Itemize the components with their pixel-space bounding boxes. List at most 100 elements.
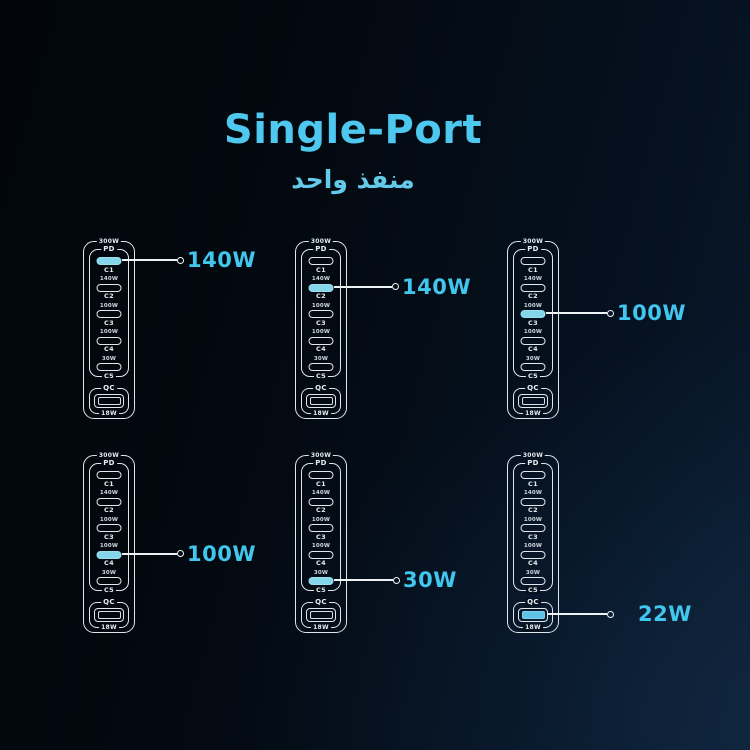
usbc-port-c5 [520, 363, 546, 371]
callout-watt-text: 100W [187, 541, 256, 566]
usbc-port-c1 [96, 257, 122, 265]
qc-watt-label: 18W [99, 624, 119, 632]
callout-line [548, 613, 607, 615]
qc-label: QC [313, 598, 329, 606]
port-name-label-c3: C3 [527, 532, 539, 541]
callout-watt-text: 30W [403, 568, 457, 592]
qc-label: QC [101, 384, 117, 392]
pd-label: PD [101, 459, 117, 467]
port-name-label-c2: C2 [527, 292, 539, 300]
port-watt-label-c2: 140W [311, 276, 331, 282]
qc-watt-label: 18W [311, 410, 331, 418]
usba-port-inner [309, 611, 333, 619]
pd-label: PD [313, 459, 329, 467]
port-name-label-c5: C5 [313, 371, 329, 380]
port-name-label-c2: C2 [103, 506, 115, 514]
port-name-label-c5: C5 [101, 371, 117, 380]
usbc-port-c2 [308, 497, 334, 506]
callout-watt-text: 100W [617, 301, 686, 325]
usbc-port-c4 [308, 550, 334, 559]
callout-line [122, 259, 177, 261]
port-name-label-c3: C3 [103, 318, 115, 327]
pd-label: PD [525, 459, 541, 467]
usbc-port-c5 [520, 577, 546, 585]
port-name-label-c3: C3 [315, 532, 327, 541]
usba-port [518, 608, 548, 622]
port-watt-label-c2: 140W [523, 490, 543, 496]
usbc-port-c4 [96, 550, 122, 559]
qc-watt-label: 18W [311, 624, 331, 632]
callout-watt-text: 140W [187, 248, 256, 272]
port-name-label-c5: C5 [525, 585, 541, 594]
usbc-port-c3 [308, 524, 334, 532]
port-name-label-c4: C4 [103, 559, 115, 567]
qc-label: QC [313, 384, 329, 392]
usbc-port-c5 [96, 577, 122, 585]
total-watt-label: 300W [308, 238, 334, 246]
port-name-label-c1: C1 [315, 479, 327, 488]
port-name-label-c2: C2 [315, 292, 327, 300]
port-watt-label-c2: 140W [523, 276, 543, 282]
port-name-label-c4: C4 [527, 345, 539, 353]
usbc-port-c4 [96, 336, 122, 345]
port-watt-label-c5: 30W [525, 569, 541, 576]
callout-line [334, 579, 393, 581]
total-watt-label: 300W [520, 452, 546, 460]
usbc-port-c4 [520, 550, 546, 559]
usba-port [518, 394, 548, 408]
port-watt-label-c4: 100W [523, 329, 543, 335]
usbc-port-c4 [520, 336, 546, 345]
usbc-port-c5 [308, 363, 334, 371]
usbc-port-c2 [520, 497, 546, 506]
pd-label: PD [101, 245, 117, 253]
qc-label: QC [101, 598, 117, 606]
usba-port-inner [97, 611, 121, 619]
callout-circle [177, 256, 184, 264]
port-name-label-c1: C1 [103, 479, 115, 488]
port-name-label-c1: C1 [315, 265, 327, 274]
usba-port [94, 394, 124, 408]
page-subtitle-arabic: منفذ واحد [291, 165, 415, 194]
port-watt-label-c4: 100W [523, 543, 543, 549]
usbc-port-c1 [308, 471, 334, 479]
port-watt-label-c4: 100W [99, 543, 119, 549]
total-watt-label: 300W [308, 452, 334, 460]
usbc-port-c5 [308, 577, 334, 585]
port-name-label-c5: C5 [313, 585, 329, 594]
usbc-port-c3 [96, 524, 122, 532]
callout-watt-text: 22W [638, 602, 692, 626]
usbc-port-c1 [520, 471, 546, 479]
page-title: Single-Port [223, 107, 483, 153]
port-watt-label-c4: 100W [99, 329, 119, 335]
usbc-port-c2 [308, 283, 334, 292]
usba-port [306, 608, 336, 622]
usbc-port-c2 [96, 283, 122, 292]
usba-port-inner [521, 397, 545, 405]
usbc-port-c1 [308, 257, 334, 265]
port-name-label-c2: C2 [315, 506, 327, 514]
callout-circle [607, 610, 614, 618]
port-name-label-c1: C1 [527, 265, 539, 274]
port-watt-label-c4: 100W [311, 329, 331, 335]
port-watt-label-c3: 100W [99, 516, 119, 523]
usbc-port-c1 [520, 257, 546, 265]
port-name-label-c2: C2 [103, 292, 115, 300]
port-name-label-c3: C3 [315, 318, 327, 327]
usbc-port-c3 [308, 310, 334, 318]
port-name-label-c3: C3 [527, 318, 539, 327]
port-name-label-c2: C2 [527, 506, 539, 514]
header: Single-Port منفذ واحد [0, 110, 706, 194]
usbc-port-c2 [520, 283, 546, 292]
pd-label: PD [525, 245, 541, 253]
usbc-port-c5 [96, 363, 122, 371]
qc-label: QC [525, 384, 541, 392]
port-watt-label-c5: 30W [313, 355, 329, 362]
qc-label: QC [525, 598, 541, 606]
qc-watt-label: 18W [523, 410, 543, 418]
usbc-port-c3 [520, 524, 546, 532]
usbc-port-c2 [96, 497, 122, 506]
port-watt-label-c5: 30W [101, 569, 117, 576]
